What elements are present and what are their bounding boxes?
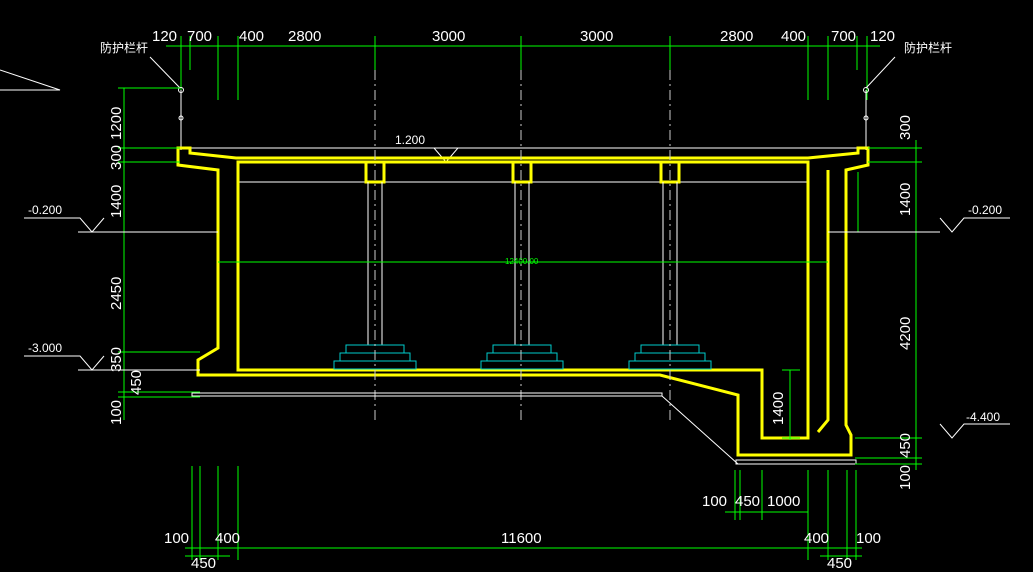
left-dim-350: 350 bbox=[108, 347, 125, 372]
elevation-sump: -4.400 bbox=[966, 410, 1000, 424]
deck-slab bbox=[190, 147, 858, 183]
bottom-dim-100-right: 100 bbox=[856, 530, 881, 547]
top-dim-9: 700 bbox=[831, 28, 856, 45]
inner-dim-1400: 1400 bbox=[770, 392, 787, 425]
top-dim-7: 2800 bbox=[720, 28, 753, 45]
left-dim-450: 450 bbox=[128, 370, 145, 395]
deck-elevation-marker: 1.200 bbox=[390, 133, 460, 163]
left-dim-300: 300 bbox=[108, 145, 125, 170]
bottom-dim-100-a: 100 bbox=[702, 493, 727, 510]
top-dimension-chain: 120 700 400 2800 3000 3000 2800 400 700 … bbox=[152, 28, 895, 100]
right-dim-450: 450 bbox=[897, 433, 914, 458]
bottom-dim-100-left: 100 bbox=[164, 530, 189, 547]
railing-label-left: 防护栏杆 bbox=[100, 40, 148, 55]
top-dim-3: 400 bbox=[239, 28, 264, 45]
elevation-floor: -3.000 bbox=[28, 341, 62, 355]
bottom-dim-1000: 1000 bbox=[767, 493, 800, 510]
elevation-ground-left: -0.200 bbox=[28, 203, 62, 217]
elevation-ground-right: -0.200 bbox=[968, 203, 1002, 217]
railing-right: 防护栏杆 bbox=[863, 40, 952, 150]
left-ground-elevation: -0.200 bbox=[24, 203, 218, 233]
bottom-dim-400-left: 400 bbox=[215, 530, 240, 547]
columns bbox=[333, 160, 712, 370]
railing-label-right: 防护栏杆 bbox=[904, 40, 952, 55]
right-dim-100: 100 bbox=[897, 465, 914, 490]
right-ground-elevation: -0.200 bbox=[828, 203, 1010, 233]
right-dim-4200: 4200 bbox=[897, 317, 914, 350]
partial-symbol bbox=[0, 69, 61, 91]
left-dim-2450: 2450 bbox=[108, 277, 125, 310]
top-dim-6: 3000 bbox=[580, 28, 613, 45]
left-dim-100: 100 bbox=[108, 400, 125, 425]
center-span-dimension: 12400.00 bbox=[218, 257, 828, 266]
elevation-deck: 1.200 bbox=[395, 133, 425, 147]
bottom-dim-400-right: 400 bbox=[804, 530, 829, 547]
right-vertical-dims: 300 1400 4200 450 100 bbox=[830, 115, 922, 490]
bottom-dim-11600: 11600 bbox=[501, 530, 542, 547]
left-floor-elevation: -3.000 bbox=[24, 341, 200, 371]
axis-lines bbox=[374, 70, 671, 420]
top-dim-4: 2800 bbox=[288, 28, 321, 45]
right-dim-300: 300 bbox=[897, 115, 914, 140]
base-layer bbox=[191, 392, 857, 465]
bottom-dim-450-left: 450 bbox=[191, 555, 216, 572]
left-vertical-dims: 1200 300 1400 2450 350 450 100 bbox=[108, 87, 200, 425]
left-dim-1400: 1400 bbox=[108, 185, 125, 218]
top-dim-10: 120 bbox=[870, 28, 895, 45]
sump-depth-dimension: 1400 bbox=[770, 369, 800, 440]
top-dim-2: 700 bbox=[187, 28, 212, 45]
top-dim-5: 3000 bbox=[432, 28, 465, 45]
left-dim-1200: 1200 bbox=[108, 107, 125, 140]
bottom-dims: 100 450 1000 100 400 11600 400 100 450 4… bbox=[164, 466, 881, 572]
right-dim-1400: 1400 bbox=[897, 183, 914, 216]
railing-left: 防护栏杆 bbox=[100, 40, 184, 150]
top-dim-8: 400 bbox=[781, 28, 806, 45]
column-2 bbox=[480, 160, 564, 370]
bottom-dim-450-right: 450 bbox=[827, 555, 852, 572]
center-span-label: 12400.00 bbox=[505, 257, 539, 266]
top-dim-1: 120 bbox=[152, 28, 177, 45]
sump-elevation: -4.400 bbox=[939, 410, 1010, 439]
structure-outline bbox=[176, 146, 870, 457]
bottom-dim-450-a: 450 bbox=[735, 493, 760, 510]
